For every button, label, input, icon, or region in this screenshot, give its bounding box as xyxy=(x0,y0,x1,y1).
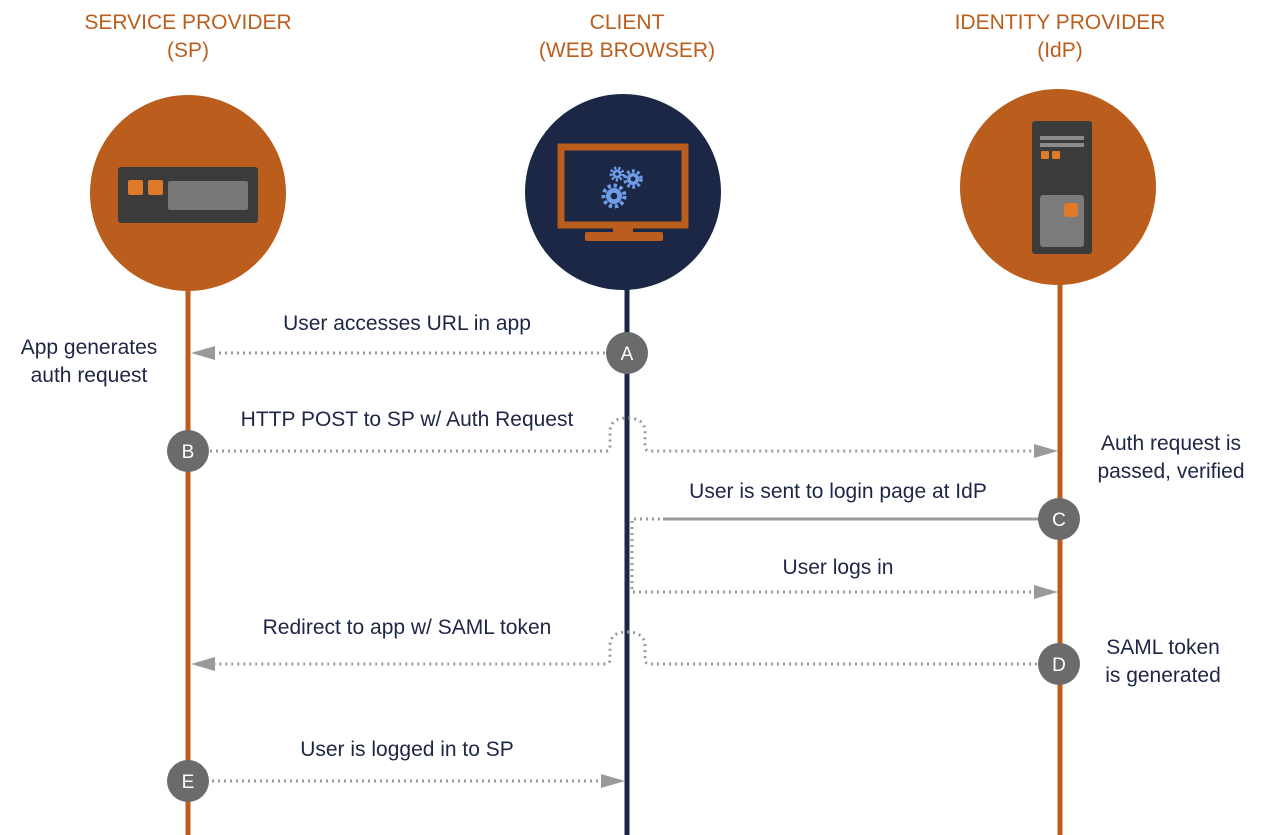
note-idp-saml-line2: is generated xyxy=(1105,664,1221,687)
message-login-page: User is sent to login page at IdP xyxy=(689,480,987,503)
message-redirect-saml: Redirect to app w/ SAML token xyxy=(263,616,552,639)
step-marker-e: E xyxy=(167,760,209,802)
arrowhead-http-post xyxy=(1034,444,1058,458)
server-rack-icon xyxy=(90,95,286,291)
message-http-post: HTTP POST to SP w/ Auth Request xyxy=(241,408,574,431)
message-access-url: User accesses URL in app xyxy=(283,312,531,335)
arrow-redirect-saml xyxy=(212,630,1037,666)
arrowhead-redirect-saml xyxy=(191,657,215,671)
step-letter-e: E xyxy=(182,772,195,793)
sp-title-line2: (SP) xyxy=(167,39,209,62)
arrow-user-logs-in xyxy=(630,517,1034,594)
message-user-logs-in: User logs in xyxy=(783,556,894,579)
idp-title-line2: (IdP) xyxy=(1037,39,1083,62)
note-idp-auth-line2: passed, verified xyxy=(1097,460,1244,483)
arrowhead-user-logs-in xyxy=(1034,585,1058,599)
step-marker-b: B xyxy=(167,430,209,472)
arrowhead-user-logged-in xyxy=(601,774,625,788)
step-marker-d: D xyxy=(1038,643,1080,685)
note-idp-saml-line1: SAML token xyxy=(1106,636,1220,659)
step-marker-c: C xyxy=(1038,498,1080,540)
step-letter-d: D xyxy=(1052,655,1066,676)
note-idp-auth-line1: Auth request is xyxy=(1101,432,1241,455)
client-title-line2: (WEB BROWSER) xyxy=(539,39,715,62)
client-title-line1: CLIENT xyxy=(590,11,665,34)
arrowhead-access-url xyxy=(191,346,215,360)
sp-title-line1: SERVICE PROVIDER xyxy=(84,11,291,34)
note-sp-line2: auth request xyxy=(31,364,148,387)
server-tower-icon xyxy=(960,89,1156,285)
step-letter-c: C xyxy=(1052,510,1066,531)
monitor-gears-icon xyxy=(525,94,721,290)
step-letter-b: B xyxy=(182,442,195,463)
step-marker-a: A xyxy=(606,332,648,374)
step-letter-a: A xyxy=(621,344,634,365)
note-sp-line1: App generates xyxy=(21,336,158,359)
message-user-logged-in: User is logged in to SP xyxy=(300,738,514,761)
idp-title-line1: IDENTITY PROVIDER xyxy=(955,11,1166,34)
